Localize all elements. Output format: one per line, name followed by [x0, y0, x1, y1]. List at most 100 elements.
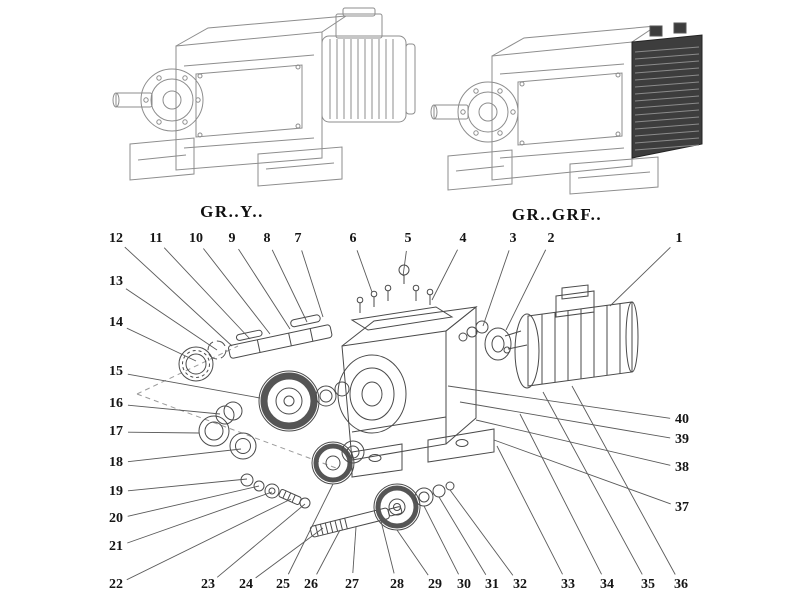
leader-line-1 [609, 247, 671, 307]
motor-fins [329, 39, 394, 119]
output-shaft [112, 68, 204, 132]
assembled-gearmotor-gr-y [112, 7, 416, 187]
leader-line-29 [396, 529, 429, 576]
part-number-19: 19 [109, 484, 123, 499]
part-number-2: 2 [547, 231, 555, 246]
gear-housing [491, 25, 657, 181]
part-number-21: 21 [109, 539, 123, 554]
leader-line-23 [216, 503, 306, 578]
model-label-gr-grf: GR..GRF.. [511, 205, 603, 224]
leader-lines [124, 246, 676, 581]
output-shaft [430, 81, 519, 143]
part-number-16: 16 [109, 396, 123, 411]
motor-fins [541, 304, 621, 384]
bearing-a [198, 415, 230, 447]
leader-line-26 [316, 529, 341, 575]
part-number-25: 25 [276, 577, 290, 592]
part-number-17: 17 [109, 424, 123, 439]
part-number-1: 1 [675, 231, 683, 246]
oil-seal [178, 346, 214, 382]
brake-module [631, 22, 703, 159]
gear-housing [175, 15, 347, 171]
spacer-bush [215, 401, 243, 425]
part-number-7: 7 [294, 231, 302, 246]
part-number-38: 38 [675, 460, 689, 475]
terminal-box-lid [561, 284, 589, 300]
part-number-26: 26 [304, 577, 318, 592]
intermediate-gear-set [311, 440, 365, 485]
leader-line-21 [127, 491, 273, 544]
output-shaft-assembly [228, 314, 333, 359]
part-number-34: 34 [600, 577, 614, 592]
leader-line-34 [519, 413, 602, 575]
leader-line-10 [203, 248, 271, 335]
mounting-feet [447, 149, 659, 195]
shim-rings [315, 381, 350, 407]
model-label-gr-y: GR..Y.. [200, 202, 264, 221]
leader-line-37 [493, 439, 671, 505]
part-number-30: 30 [457, 577, 471, 592]
leader-line-6 [356, 250, 373, 293]
part-number-5: 5 [404, 231, 412, 246]
leader-line-27 [352, 526, 357, 574]
terminal-box [555, 290, 595, 318]
part-number-40: 40 [675, 412, 689, 427]
part-number-29: 29 [428, 577, 442, 592]
terminal-box-lid [342, 7, 376, 17]
leader-line-17 [127, 431, 200, 434]
motor-end-cap [405, 43, 416, 115]
brake-module-fins [634, 46, 700, 151]
leader-line-28 [379, 516, 395, 574]
leader-line-25 [287, 483, 334, 575]
leader-line-38 [475, 419, 671, 466]
housing-foot-right [427, 428, 495, 463]
part-number-9: 9 [228, 231, 236, 246]
leader-line-19 [127, 478, 248, 492]
leader-line-11 [163, 247, 251, 340]
leader-line-33 [496, 445, 563, 575]
part-number-8: 8 [263, 231, 271, 246]
leader-line-2 [505, 249, 547, 331]
pinion-shaft-parts [240, 473, 311, 509]
leader-line-7 [301, 250, 324, 318]
gearbox-housing [337, 305, 495, 478]
leader-line-24 [255, 527, 324, 579]
input-pinion-shaft [309, 506, 403, 538]
terminal-box [335, 13, 383, 39]
leader-line-39 [459, 401, 671, 439]
housing-foot-left [351, 443, 403, 478]
leader-line-40 [447, 385, 671, 419]
leader-line-35 [542, 391, 643, 575]
leader-line-9 [238, 248, 291, 330]
part-number-37: 37 [675, 500, 689, 515]
part-number-22: 22 [109, 577, 123, 592]
leader-line-20 [127, 485, 260, 517]
part-number-36: 36 [674, 577, 688, 592]
shaft-key-large [290, 314, 321, 328]
motor [321, 7, 416, 123]
part-number-10: 10 [189, 231, 203, 246]
part-number-3: 3 [509, 231, 517, 246]
exploded-parts-view [136, 264, 639, 538]
top-cover-and-bolts [350, 264, 454, 331]
part-number-24: 24 [239, 577, 253, 592]
bearing-b [229, 432, 257, 460]
mounting-feet [129, 137, 343, 187]
part-number-31: 31 [485, 577, 499, 592]
part-number-23: 23 [201, 577, 215, 592]
part-number-6: 6 [349, 231, 357, 246]
part-number-20: 20 [109, 511, 123, 526]
part-number-12: 12 [109, 231, 123, 246]
second-stage-gear [373, 483, 421, 531]
input-shims [414, 481, 455, 507]
part-number-18: 18 [109, 455, 123, 470]
input-hardware [458, 320, 522, 361]
part-number-35: 35 [641, 577, 655, 592]
leader-line-5 [402, 250, 407, 277]
leader-line-22 [126, 498, 292, 581]
part-number-11: 11 [149, 231, 163, 246]
motor-exploded [503, 284, 639, 389]
leader-line-3 [482, 250, 510, 327]
